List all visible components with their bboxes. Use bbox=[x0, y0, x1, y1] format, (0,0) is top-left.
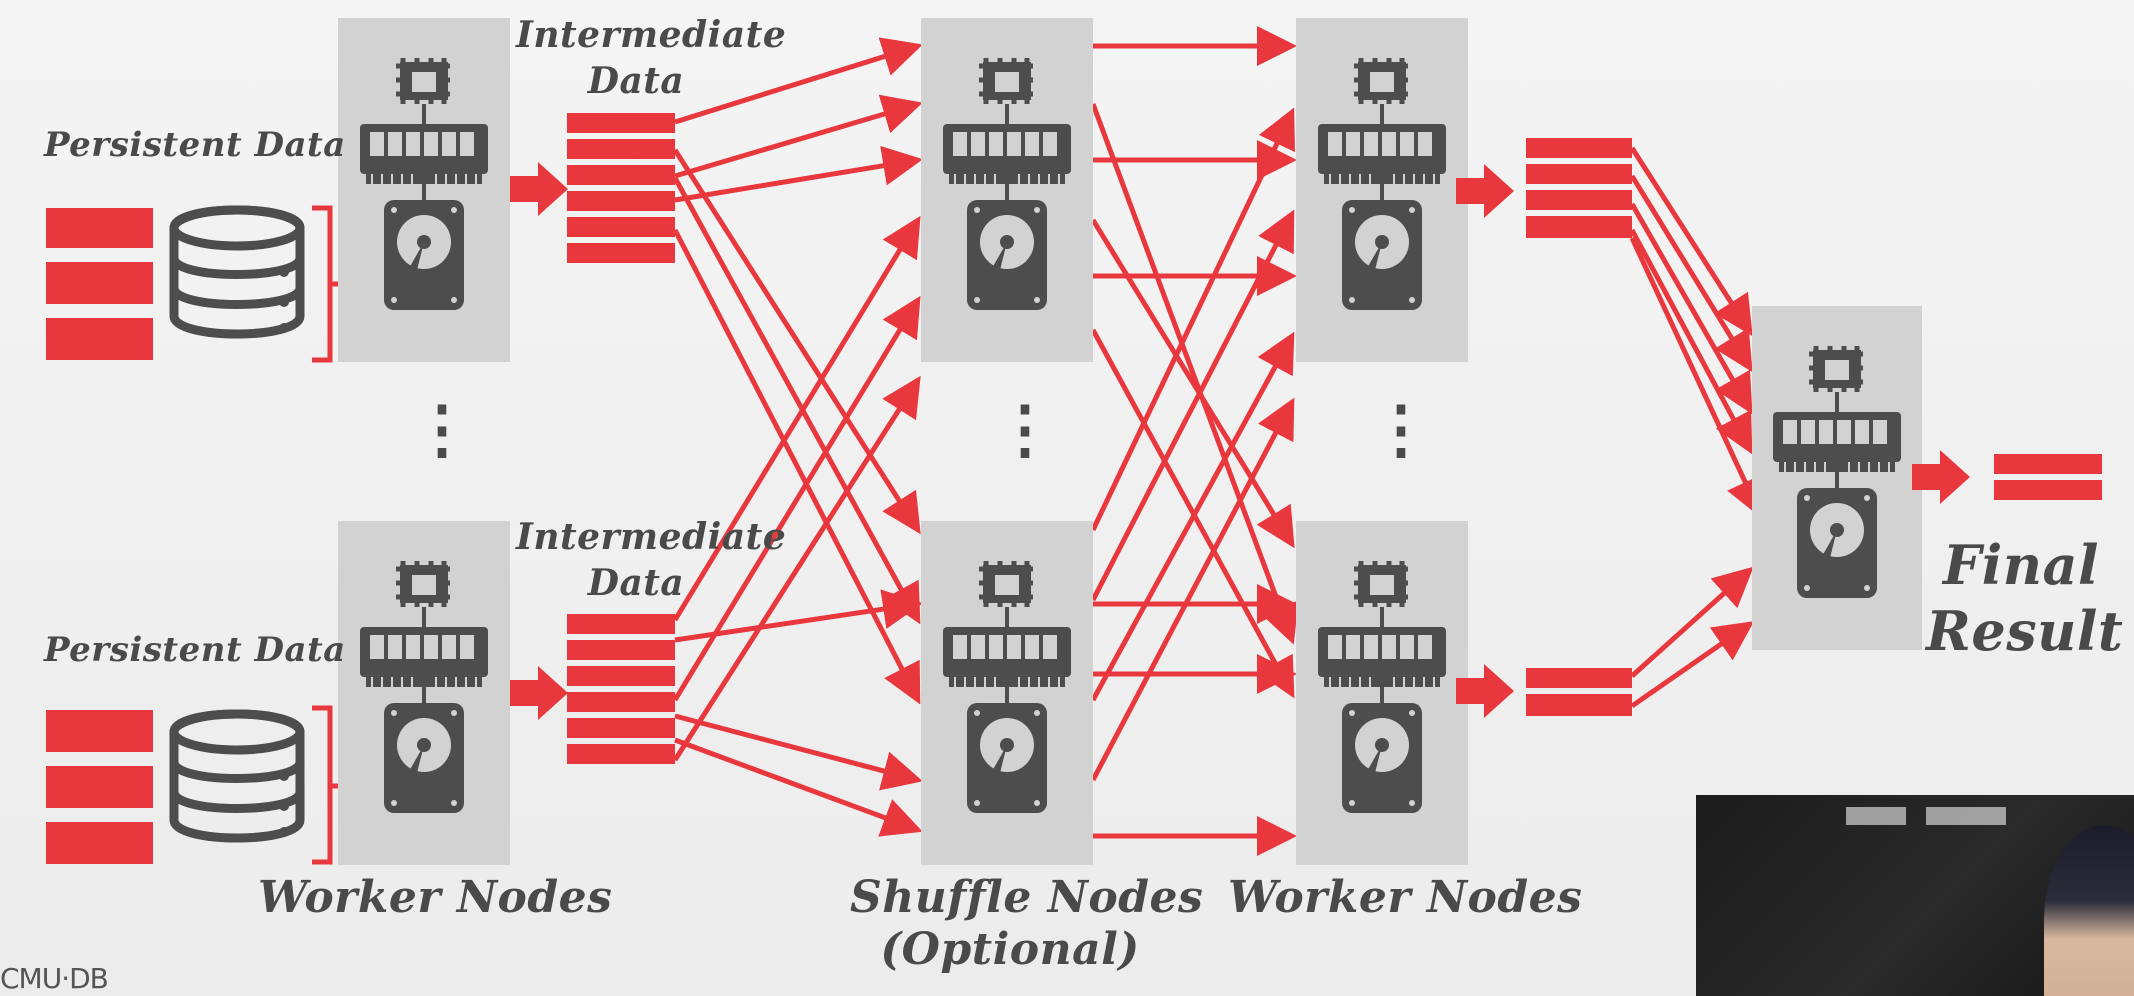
worker-node-top-right bbox=[1296, 18, 1468, 362]
intermediate-data-label-top: Intermediate Data bbox=[516, 12, 787, 104]
persistent-data-blocks-bottom bbox=[46, 710, 153, 864]
final-node bbox=[1752, 306, 1922, 650]
worker-nodes-label-left: Worker Nodes bbox=[258, 872, 613, 923]
intermediate-data-top-line1: Intermediate bbox=[516, 14, 787, 56]
worker-node-bottom-right bbox=[1296, 521, 1468, 865]
intermediate-data-bottom-line1: Intermediate bbox=[516, 516, 787, 558]
intermediate-data-top-line2: Data bbox=[587, 60, 685, 102]
shuffle-node-bottom bbox=[921, 521, 1093, 865]
shuffle-nodes-label: Shuffle Nodes (Optional) bbox=[850, 872, 1204, 976]
final-result-label: Final Result bbox=[1926, 532, 2124, 664]
presenter-head bbox=[2044, 825, 2134, 996]
shuffle-arrows bbox=[672, 26, 1764, 856]
webcam-background-light bbox=[1926, 807, 2006, 825]
persistent-data-label-bottom: Persistent Data bbox=[44, 630, 346, 670]
webcam-background-light bbox=[1846, 807, 1906, 825]
intermediate-data-top bbox=[567, 113, 675, 263]
arrow-to-intermediate-top bbox=[510, 162, 568, 216]
database-icon-top bbox=[174, 210, 300, 334]
ellipsis-worker-left: ⋮ bbox=[410, 392, 475, 467]
worker-node-bottom-left bbox=[338, 521, 510, 865]
partial-result-top bbox=[1526, 138, 1632, 238]
shuffle-nodes-line2: (Optional) bbox=[880, 924, 1140, 975]
intermediate-data-bottom bbox=[567, 614, 675, 764]
final-result-line1: Final bbox=[1942, 533, 2100, 597]
arrow-to-intermediate-bottom bbox=[510, 666, 568, 720]
worker-node-top-left bbox=[338, 18, 510, 362]
ellipsis-shuffle: ⋮ bbox=[993, 392, 1058, 467]
persistent-data-blocks-top bbox=[46, 208, 153, 360]
cmu-db-logo: CMU·DB bbox=[0, 962, 109, 995]
intermediate-data-label-bottom: Intermediate Data bbox=[516, 514, 787, 606]
ellipsis-worker-right: ⋮ bbox=[1369, 392, 1434, 467]
intermediate-data-bottom-line2: Data bbox=[587, 562, 685, 604]
worker-nodes-label-right: Worker Nodes bbox=[1228, 872, 1583, 923]
partial-result-bottom bbox=[1526, 668, 1632, 716]
shuffle-node-top bbox=[921, 18, 1093, 362]
persistent-data-label-top: Persistent Data bbox=[44, 125, 346, 165]
final-result-line2: Result bbox=[1926, 599, 2124, 663]
presenter-webcam bbox=[1696, 795, 2134, 996]
final-result-blocks bbox=[1994, 454, 2102, 500]
shuffle-nodes-line1: Shuffle Nodes bbox=[850, 872, 1204, 923]
database-icon-bottom bbox=[174, 714, 300, 838]
